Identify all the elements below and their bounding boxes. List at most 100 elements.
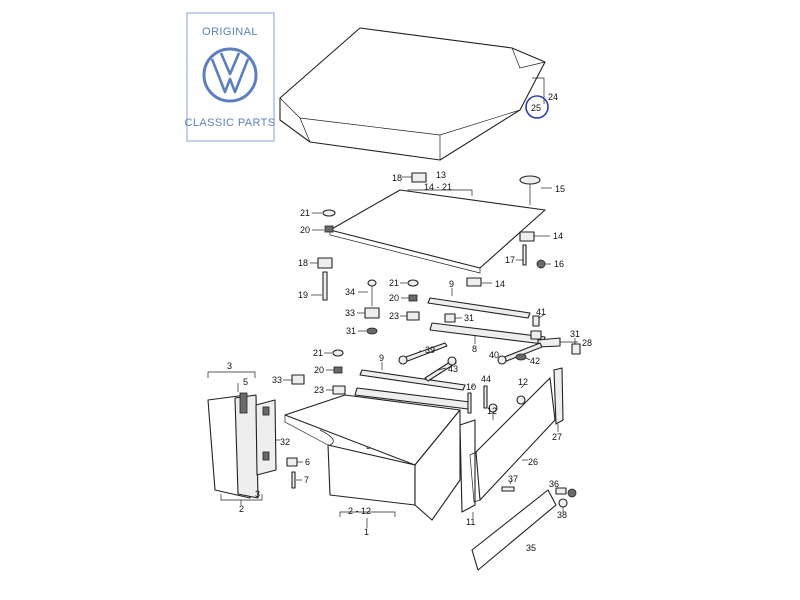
- callout-2: 2: [239, 504, 244, 514]
- callout-3a: 3: [227, 361, 232, 371]
- nut-20-top: [324, 225, 334, 233]
- callout-8a: 8: [472, 344, 477, 354]
- cap-21-low: [332, 349, 344, 357]
- callout-44: 44: [481, 374, 491, 384]
- bolt-36: [555, 487, 567, 495]
- screw-43-head: [447, 356, 457, 366]
- cap-21-mid: [407, 279, 419, 287]
- callout-23a: 23: [389, 311, 399, 321]
- cap-21-top: [322, 209, 336, 217]
- callout-17: 17: [505, 255, 515, 265]
- callout-9b: 9: [379, 353, 384, 363]
- callout-10: 10: [466, 382, 476, 392]
- logo-bottom-text: CLASSIC PARTS: [185, 117, 276, 129]
- bolt-44: [483, 385, 488, 409]
- vw-emblem-icon: [202, 47, 258, 103]
- bolt-17: [522, 244, 527, 266]
- vw-classic-parts-logo: ORIGINAL CLASSIC PARTS: [185, 12, 276, 142]
- callout-21a: 21: [300, 208, 310, 218]
- clip-12-upper: [530, 330, 542, 340]
- callout-20c: 20: [314, 365, 324, 375]
- screw-7: [291, 471, 296, 489]
- screw-12-right-head: [516, 395, 526, 405]
- callout-7: 7: [304, 475, 309, 485]
- callout-31a: 31: [346, 326, 356, 336]
- callout-43: 43: [448, 364, 458, 374]
- trim-strip-9-upper: [427, 297, 531, 319]
- callout-3b: 3: [255, 489, 260, 499]
- callout-14b: 14: [495, 279, 505, 289]
- callout-27: 27: [552, 432, 562, 442]
- clip-31-right: [571, 343, 581, 355]
- callout-31b: 31: [464, 313, 474, 323]
- clip-33-upper: [364, 307, 380, 319]
- bolt-10: [467, 392, 472, 414]
- callout-14a: 14: [553, 231, 563, 241]
- highlight-ring: [525, 95, 549, 119]
- clip-33-lower: [291, 374, 305, 385]
- bracket-14-top: [519, 231, 535, 242]
- callout-20a: 20: [300, 225, 310, 235]
- bolt-19: [322, 271, 328, 301]
- side-panel-26: [469, 377, 556, 503]
- callout-19: 19: [298, 290, 308, 300]
- callout-9a: 9: [449, 279, 454, 289]
- logo-top-text: ORIGINAL: [202, 26, 258, 38]
- callout-1: 1: [364, 527, 369, 537]
- rail-8-upper: [429, 322, 546, 345]
- screw-37: [501, 486, 515, 492]
- callout-12a: 12: [518, 377, 528, 387]
- callout-24: 24: [548, 92, 558, 102]
- bracket-18-mid: [317, 257, 333, 269]
- washer-38: [558, 498, 568, 508]
- callout-31c: 31: [570, 329, 580, 339]
- callout-12b: 12: [487, 406, 497, 416]
- screw-40-head: [497, 355, 507, 365]
- seat-board: [329, 189, 546, 274]
- nut-31-upper: [366, 327, 378, 335]
- base-housing: [284, 394, 461, 521]
- callout-5: 5: [243, 377, 248, 387]
- callout-16: 16: [554, 259, 564, 269]
- callout-range-2-12: 2 - 12: [348, 506, 371, 516]
- callout-21c: 21: [313, 348, 323, 358]
- callout-42: 42: [530, 356, 540, 366]
- clip-23-upper: [406, 311, 420, 321]
- callout-11: 11: [466, 517, 475, 527]
- callout-18b: 18: [298, 258, 308, 268]
- cover-plate-35: [471, 489, 557, 571]
- hinge-strip-27: [553, 367, 564, 425]
- callout-33b: 33: [272, 375, 282, 385]
- callout-20b: 20: [389, 293, 399, 303]
- callout-38: 38: [557, 510, 567, 520]
- screw-34: [367, 279, 377, 287]
- callout-13: 13: [436, 170, 446, 180]
- callout-41: 41: [536, 307, 546, 317]
- callout-33a: 33: [345, 308, 355, 318]
- side-bracket-assembly: [207, 392, 277, 499]
- screw-15-head: [519, 175, 541, 185]
- side-panel-11: [459, 419, 476, 513]
- callout-23b: 23: [314, 385, 324, 395]
- callout-39: 39: [425, 345, 435, 355]
- callout-26: 26: [528, 457, 538, 467]
- trim-strip-9-lower: [359, 369, 466, 391]
- callout-36: 36: [549, 479, 559, 489]
- callout-25: 25: [531, 103, 541, 113]
- screw-39-head: [398, 355, 408, 365]
- callout-28: 28: [582, 338, 592, 348]
- callout-32: 32: [280, 437, 290, 447]
- callout-range-14-21: 14 - 21: [424, 182, 452, 192]
- callout-35: 35: [526, 543, 536, 553]
- clip-6: [286, 457, 298, 467]
- washer-42: [515, 353, 527, 361]
- callout-40: 40: [489, 350, 499, 360]
- nut-20-low: [333, 366, 343, 374]
- cushion-pad: [279, 27, 546, 161]
- nut-36: [567, 488, 577, 498]
- clip-23-lower: [332, 385, 346, 395]
- nut-20-mid: [408, 294, 418, 302]
- callout-21b: 21: [389, 278, 399, 288]
- callout-6: 6: [305, 457, 310, 467]
